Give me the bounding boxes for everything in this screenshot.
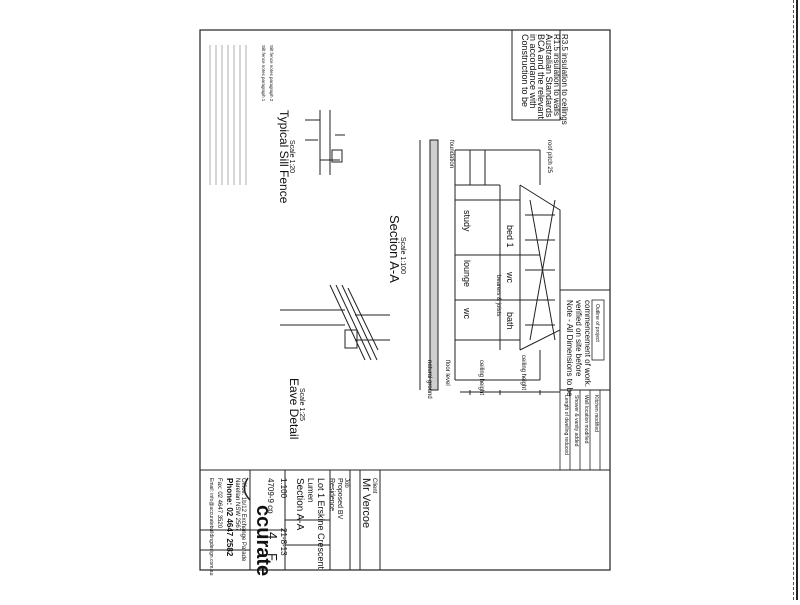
label-foundation: foundation — [448, 140, 454, 168]
outline-box — [591, 299, 605, 361]
sill-fence-title-text: Typical Sill Fence — [277, 110, 291, 204]
brand-logo-swoosh — [243, 477, 251, 501]
revision-2: Shower & vanity added — [573, 395, 579, 447]
sill-note-1: Silt fence notes paragraph 1 — [261, 45, 266, 102]
revision-letter: F — [265, 553, 280, 561]
revision-3: Wall location modified — [583, 395, 589, 444]
label-bearers: bearers & joists — [495, 275, 501, 316]
section-labels: floor level ceiling height ceiling heigh… — [426, 140, 552, 399]
eave-title-text: Eave Detail — [287, 378, 301, 439]
note-line-2: in accordance with — [528, 34, 538, 109]
construction-notes-box — [511, 29, 561, 121]
label-roof-pitch: roof pitch 25 — [546, 140, 552, 174]
scale-value: 1:100 — [279, 478, 288, 499]
insulation-notes: R1.5 insulation to walls R3.5 insulation… — [552, 34, 569, 125]
room-wc-upper: wc — [505, 271, 515, 283]
client-label: Client — [371, 478, 377, 494]
label-floor-level: floor level — [444, 360, 450, 386]
sill-fence-scale: Scale 1:20 — [288, 140, 295, 173]
sill-note-2: Silt fence notes paragraph 2 — [269, 45, 274, 102]
note-line-3: BCA and the relevant — [536, 34, 546, 120]
room-lounge: lounge — [462, 260, 472, 287]
site-address: Lot 1 Erskine Crescent — [316, 478, 326, 570]
fax-number: Fax: 02 4647 3520 — [216, 478, 222, 529]
phone-number: Phone: 02 4647 2582 — [225, 478, 234, 557]
email-address: Email: info@accuratebuildingdesign.com.a… — [208, 478, 214, 576]
revision-entries: Length of dwelling reduced Shower & vani… — [563, 395, 599, 455]
outline-label: Outline of project — [594, 304, 600, 342]
dim-note-line3: commencement of work. — [583, 300, 592, 387]
brand-name: ccurate — [252, 505, 274, 576]
note-line-5: R1.5 insulation to walls — [552, 34, 561, 116]
eave-scale: Scale 1:25 — [298, 388, 305, 421]
page-dashed-edge — [792, 0, 794, 600]
section-drawing — [419, 139, 561, 395]
room-study: study — [462, 210, 472, 232]
section-title-text: Section A-A — [387, 215, 402, 283]
client-name: Mr Vercoe — [360, 478, 372, 528]
title-block-lines — [200, 469, 610, 570]
dim-note-title: Note - All Dimensions to be — [565, 300, 574, 397]
office-address-2: Narellan NSW 2567 — [234, 478, 240, 532]
label-ceiling-height-upper: ceiling height — [520, 355, 526, 390]
room-bath: bath — [505, 312, 515, 330]
note-line-4: Australian Standards — [544, 34, 554, 118]
dimension-notes: Note - All Dimensions to be verified on … — [565, 300, 592, 397]
room-bed1: bed 1 — [505, 225, 515, 248]
section-scale: Scale 1:100 — [399, 237, 406, 274]
sill-fence-title: Typical Sill Fence Scale 1:20 — [277, 110, 295, 204]
page-edge-line — [796, 0, 798, 600]
room-wc-lower: wc — [462, 307, 472, 319]
label-natural-ground: natural ground — [426, 360, 432, 399]
eave-title: Eave Detail Scale 1:25 — [287, 378, 305, 439]
room-labels: bed 1 wc bath study lounge wc — [462, 210, 515, 330]
page-number: 4 — [265, 532, 280, 539]
drawing-number: 4709-9 cp — [266, 478, 275, 514]
label-ceiling-height: ceiling height — [478, 360, 484, 395]
date-value: 21-8-13 — [279, 528, 288, 556]
job-name: Proposed BV — [336, 478, 343, 520]
section-title: Section A-A Scale 1:100 — [387, 215, 406, 283]
revision-4: Kitchen modified — [593, 395, 599, 432]
job-label: Job — [343, 478, 349, 488]
dim-note-line2: verified on site before — [574, 300, 583, 377]
title-block-text: Client Mr Vercoe Job Proposed BV Residen… — [265, 478, 377, 570]
eave-detail — [280, 284, 390, 361]
site-suburb: Lumen — [306, 478, 315, 502]
ground-hatch — [429, 139, 439, 391]
company-block: ccurate Office: 1b/12 Exchange Parade Na… — [208, 477, 274, 576]
sill-fence-detail — [305, 110, 345, 175]
note-line-1: Construction to be — [520, 34, 530, 107]
sheet-name: Section A-A — [294, 478, 305, 531]
sill-note-lines — [209, 45, 247, 185]
job-name-2: Residence — [328, 478, 335, 511]
construction-notes: Construction to be in accordance with BC… — [520, 34, 554, 120]
note-line-6: R3.5 insulation to ceilings — [560, 34, 569, 125]
sill-fence-notes: Silt fence notes paragraph 1 Silt fence … — [261, 45, 274, 102]
revision-1: Length of dwelling reduced — [563, 395, 569, 455]
office-address: Office: 1b/12 Exchange Parade — [240, 478, 246, 562]
